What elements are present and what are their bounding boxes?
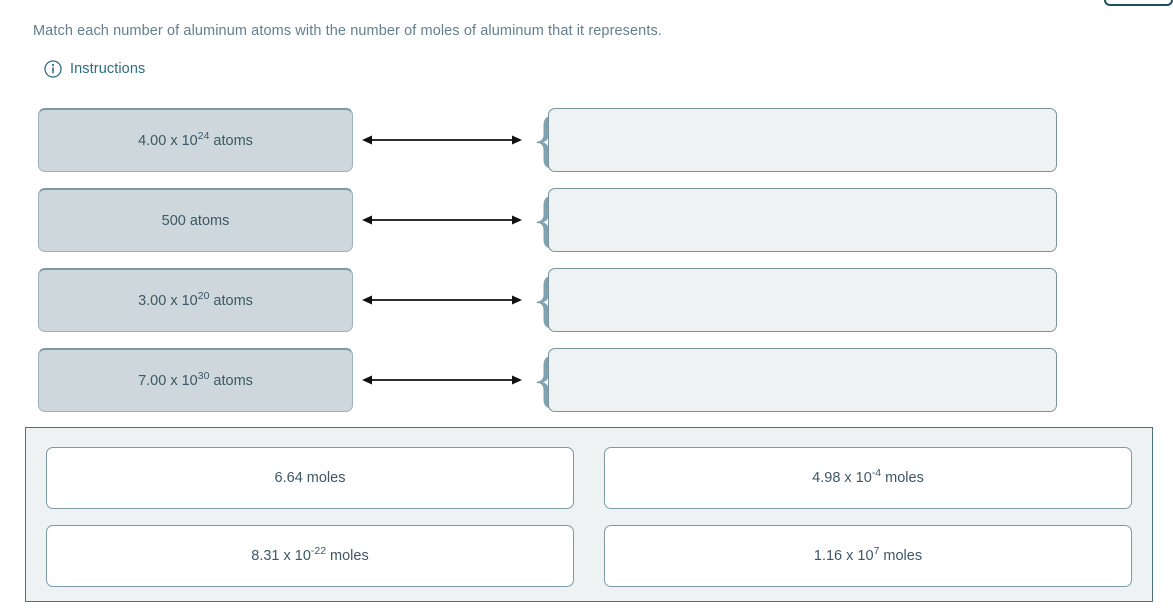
answer-option-text: 6.64 moles [274, 470, 346, 486]
answer-dropzone[interactable] [548, 268, 1057, 332]
prompt-tile[interactable]: 3.00 x 1020 atoms [38, 268, 353, 332]
answer-option[interactable]: 8.31 x 10-22 moles [46, 525, 574, 587]
brace-icon: { [531, 183, 562, 254]
matching-area: 4.00 x 1024 atoms { 500 atoms { 3. [0, 104, 1173, 428]
answer-option[interactable]: 1.16 x 107 moles [604, 525, 1132, 587]
brace-icon: { [531, 343, 562, 414]
prompt-tile-text: 4.00 x 1024 atoms [138, 130, 253, 149]
brace-icon: { [531, 103, 562, 174]
match-row: 4.00 x 1024 atoms { [0, 104, 1173, 174]
prompt-tile[interactable]: 500 atoms [38, 188, 353, 252]
info-circle-icon [44, 60, 62, 78]
brace-icon: { [531, 263, 562, 334]
answer-option[interactable]: 4.98 x 10-4 moles [604, 447, 1132, 509]
answer-option-text: 1.16 x 107 moles [813, 546, 923, 564]
prompt-tile-text: 500 atoms [161, 212, 230, 229]
answer-dropzone[interactable] [548, 188, 1057, 252]
answer-dropzone[interactable] [548, 348, 1057, 412]
top-right-button[interactable] [1104, 0, 1173, 6]
answer-option-text: 4.98 x 10-4 moles [812, 468, 924, 486]
match-row: 500 atoms { [0, 184, 1173, 254]
answer-option-text: 8.31 x 10-22 moles [251, 546, 369, 564]
prompt-tile-text: 3.00 x 1020 atoms [138, 290, 253, 309]
page-title: Match each number of aluminum atoms with… [33, 23, 662, 39]
answer-option[interactable]: 6.64 moles [46, 447, 574, 509]
match-row: 3.00 x 1020 atoms { [0, 264, 1173, 334]
answer-bank: 6.64 moles 4.98 x 10-4 moles 8.31 x 10-2… [25, 427, 1153, 602]
prompt-tile-text: 7.00 x 1030 atoms [138, 370, 253, 389]
instructions-label: Instructions [70, 61, 146, 77]
prompt-tile[interactable]: 4.00 x 1024 atoms [38, 108, 353, 172]
answer-dropzone[interactable] [548, 108, 1057, 172]
instructions-toggle[interactable]: Instructions [44, 60, 145, 78]
match-row: 7.00 x 1030 atoms { [0, 344, 1173, 414]
prompt-tile[interactable]: 7.00 x 1030 atoms [38, 348, 353, 412]
